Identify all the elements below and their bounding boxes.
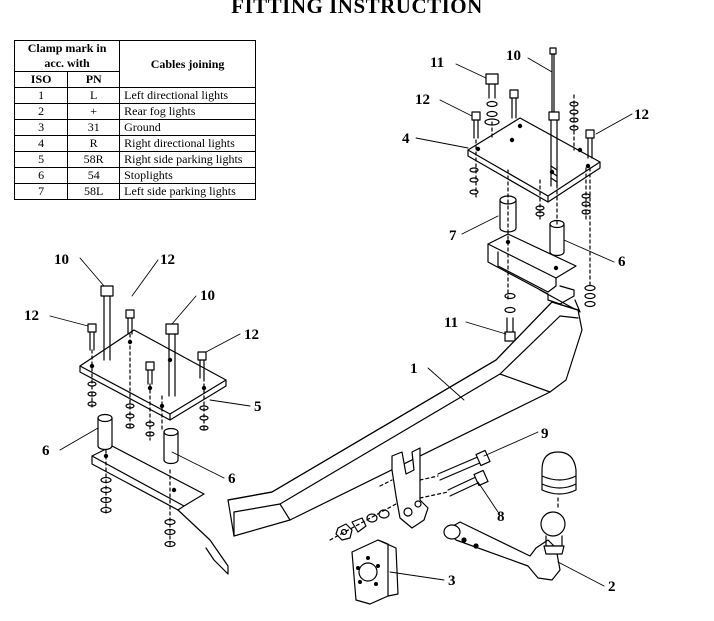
callout-12: 12 (24, 308, 39, 324)
pn-header: PN (67, 71, 121, 88)
clamp-mark-header: Clamp mark in acc. with (13, 40, 121, 72)
main-crossbar (227, 301, 583, 537)
callout-11: 11 (430, 55, 444, 71)
bolt-8 (419, 469, 489, 499)
bolt-12-top-left (471, 111, 481, 139)
callout-10: 10 (506, 48, 521, 64)
right-mounting-plate (467, 117, 601, 203)
pn-cell: 58R (67, 151, 121, 168)
callout-10: 10 (54, 252, 69, 268)
callout-7: 7 (449, 228, 457, 244)
callout-1: 1 (410, 361, 418, 377)
callout-6: 6 (228, 471, 236, 487)
bolt-9 (419, 449, 491, 481)
bolt-12-top-right (585, 129, 595, 159)
callout-12: 12 (160, 252, 175, 268)
hitch-mount-plate (379, 447, 429, 529)
iso-cell: 4 (13, 135, 69, 152)
socket-bracket (351, 539, 399, 605)
bolt-12-left-d (197, 351, 207, 379)
iso-cell: 7 (13, 183, 69, 200)
left-side-bracket (91, 445, 229, 575)
callout-3: 3 (448, 573, 456, 589)
hitch-nuts-chain (329, 503, 397, 541)
spacer-tube-6-left-inner (163, 427, 179, 465)
tow-ball-arm (443, 511, 566, 581)
spacer-tube-6-left (97, 413, 113, 451)
right-side-bracket (487, 233, 581, 313)
callout-12: 12 (634, 107, 649, 123)
callout-2: 2 (608, 579, 616, 595)
callout-9: 9 (541, 426, 549, 442)
ball-cover-cap (541, 451, 577, 509)
long-bolt-10-right (548, 47, 560, 187)
callout-6: 6 (618, 254, 626, 270)
callout-8: 8 (497, 509, 505, 525)
spacer-tube-6-right (549, 219, 565, 257)
bolt-11-lower (504, 292, 516, 342)
callout-labels: 11 10 12 12 4 7 6 11 10 12 12 10 12 5 6 … (24, 48, 649, 595)
callout-4: 4 (402, 131, 410, 147)
clamp-table: Clamp mark in acc. with Cables joining I… (13, 40, 256, 200)
cable-cell: Right directional lights (119, 135, 256, 152)
long-bolt-10-left-a (100, 285, 114, 361)
leader-lines (49, 57, 633, 587)
cable-cell: Rear fog lights (119, 103, 256, 120)
spacer-tube-7 (499, 195, 517, 233)
bolt-11-top (484, 73, 500, 126)
callout-5: 5 (254, 399, 262, 415)
bolt-12-left-b (125, 309, 135, 335)
bolt-12-left-a (87, 323, 97, 351)
page-title: FITTING INSTRUCTION (231, 0, 483, 18)
assembly-centerlines-right (475, 94, 591, 301)
callout-11: 11 (444, 315, 458, 331)
callout-12: 12 (415, 92, 430, 108)
assembly-centerlines-left (91, 333, 205, 549)
bolt-12-left-c (145, 361, 155, 385)
cable-cell: Left side parking lights (119, 183, 256, 200)
callout-12: 12 (244, 327, 259, 343)
cable-cell: Right side parking lights (119, 151, 256, 168)
callout-6: 6 (42, 443, 50, 459)
bolt-12-top-mid (509, 89, 519, 119)
callout-10: 10 (200, 288, 215, 304)
table-row: 2+Rear fog lights (13, 103, 256, 120)
